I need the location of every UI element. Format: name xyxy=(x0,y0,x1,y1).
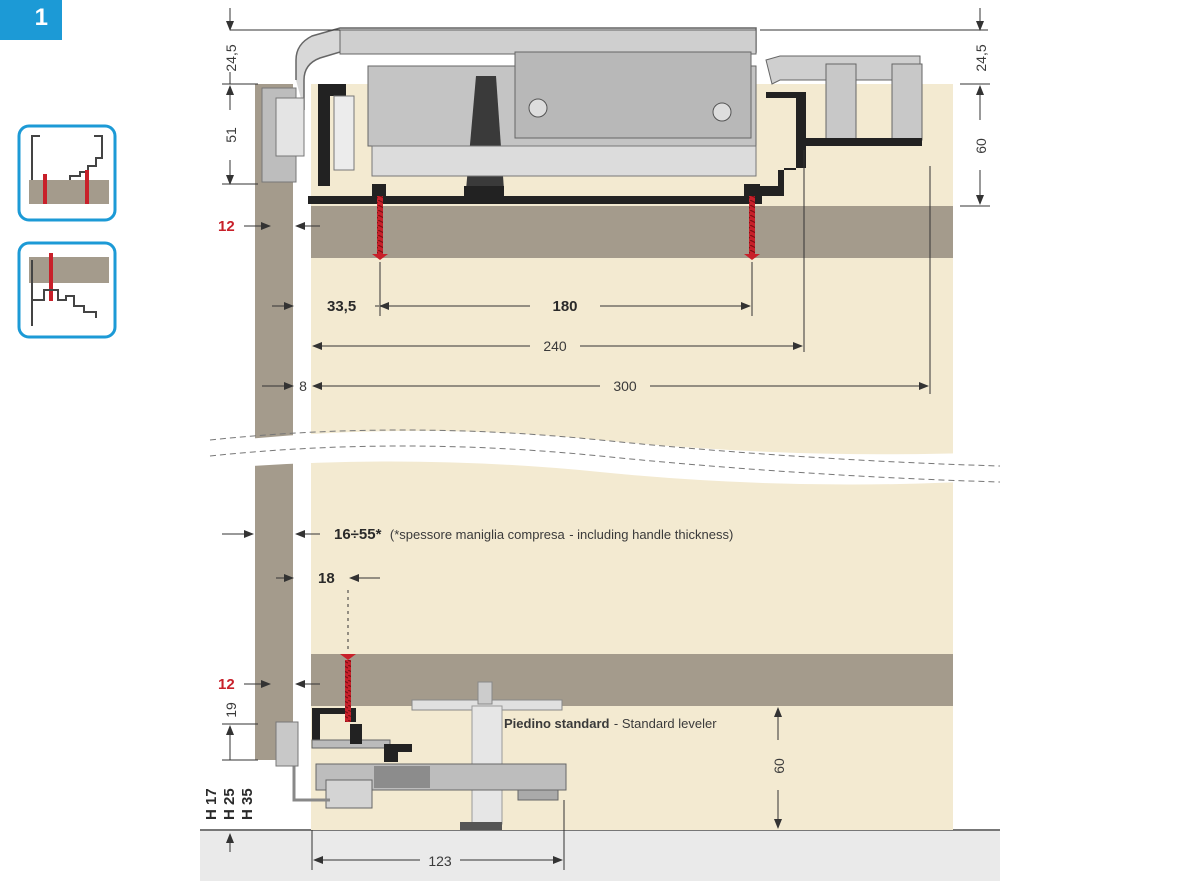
dim-rail-height: 51 xyxy=(223,127,239,143)
dim-cabinet-depth: 300 xyxy=(613,378,637,394)
dim-edge-to-screw: 33,5 xyxy=(327,298,356,315)
dim-bottom-depth: 123 xyxy=(428,853,452,869)
handle-thickness-note: 16÷55* (*spessore maniglia compresa - in… xyxy=(334,526,733,543)
height-option-h17: H 17 xyxy=(203,788,220,820)
handle-note-separator: - xyxy=(569,527,577,542)
break-line xyxy=(200,429,1001,485)
dim-top-offset-left: 24,5 xyxy=(223,44,239,71)
handle-note-italian: (*spessore maniglia compresa xyxy=(390,527,566,542)
sliding-door xyxy=(255,84,293,760)
bottom-rail-view-icon xyxy=(17,241,117,339)
top-shelf xyxy=(311,206,953,258)
dim-panel-gap-bottom: 12 xyxy=(218,676,235,693)
bottom-screw xyxy=(340,654,356,722)
floor xyxy=(200,830,1000,881)
dim-right-height: 60 xyxy=(973,138,989,154)
dimension-lines xyxy=(222,8,990,870)
dim-screw-offset: 18 xyxy=(318,570,335,587)
dim-door-gap: 8 xyxy=(299,378,307,394)
dim-bottom-height: 60 xyxy=(771,758,787,774)
top-rail-view-icon xyxy=(17,124,117,222)
leveler-label: Piedino standard - Standard leveler xyxy=(504,715,717,732)
dim-bottom-small: 19 xyxy=(223,702,239,718)
dim-screw-spacing: 180 xyxy=(552,298,577,315)
height-option-h35: H 35 xyxy=(239,788,256,820)
step-number: 1 xyxy=(34,4,48,31)
bottom-rail-mechanism xyxy=(275,681,567,830)
dim-panel-gap-top: 12 xyxy=(218,218,235,235)
top-screw-right xyxy=(744,196,760,260)
height-option-h25: H 25 xyxy=(221,788,238,820)
top-rail-mechanism xyxy=(261,27,923,204)
leveler-label-separator: - xyxy=(614,716,622,731)
handle-note-english: including handle thickness) xyxy=(577,527,733,542)
dim-rail-width: 240 xyxy=(543,338,567,354)
step-number-badge: 1 xyxy=(0,0,62,40)
dim-top-offset-right: 24,5 xyxy=(973,44,989,71)
bottom-shelf xyxy=(311,654,953,706)
top-screw-left xyxy=(372,196,388,260)
dim-handle-range: 16÷55* xyxy=(334,526,382,543)
leveler-label-english: Standard leveler xyxy=(622,716,717,731)
leveler-label-italian: Piedino standard xyxy=(504,716,610,731)
